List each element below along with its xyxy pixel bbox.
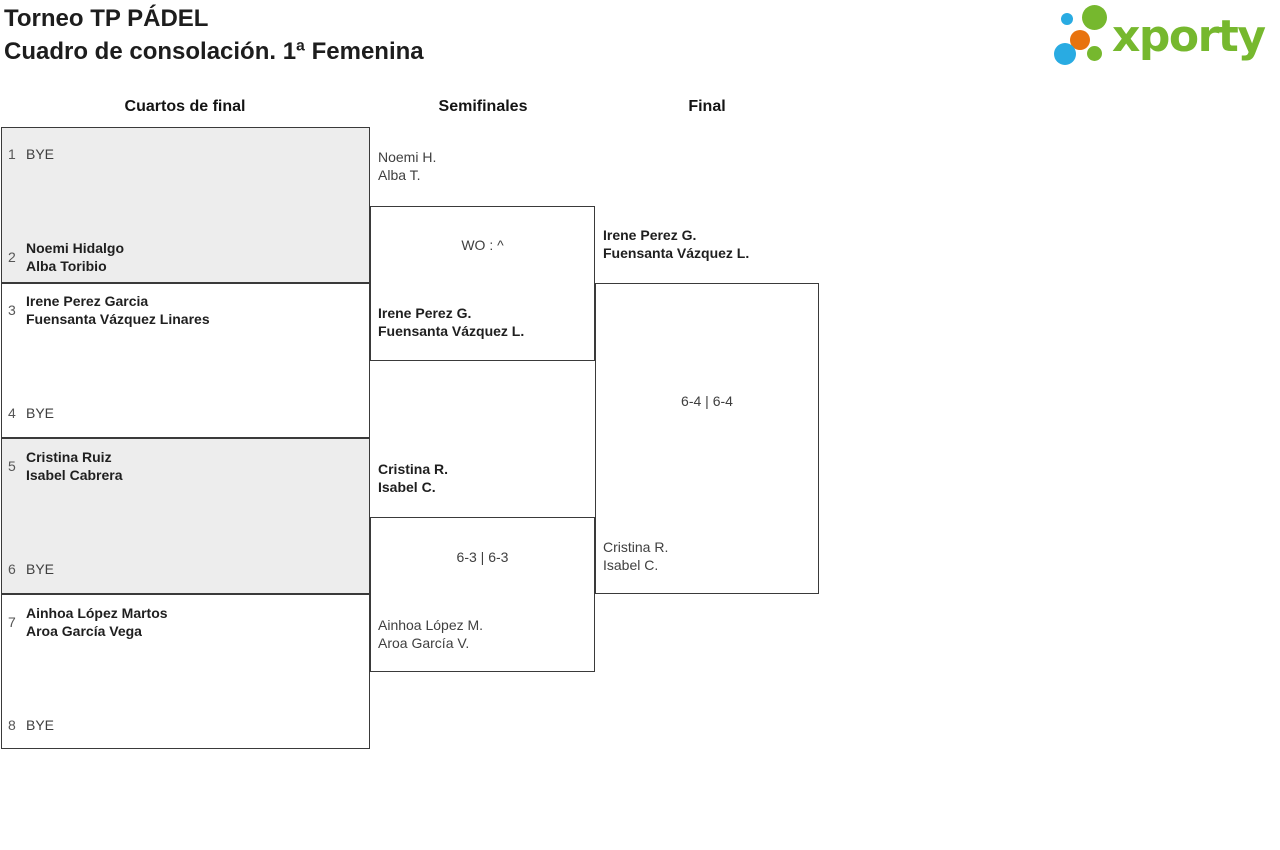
round-header-quarterfinals: Cuartos de final xyxy=(124,98,246,115)
seed-number: 2 xyxy=(8,249,16,265)
logo-dot-icon xyxy=(1087,46,1102,61)
match-box-semifinal-2 xyxy=(370,517,595,672)
seed-number: 3 xyxy=(8,302,16,318)
logo-dot-icon xyxy=(1082,5,1107,30)
team-name: BYE xyxy=(26,717,55,733)
team-name: BYE xyxy=(26,405,55,421)
team-name: BYE xyxy=(26,146,55,162)
team-name: Cristina Ruiz Isabel Cabrera xyxy=(26,449,123,483)
xporty-logo[interactable]: xporty xyxy=(1050,0,1280,72)
logo-dot-icon xyxy=(1061,13,1073,25)
match-box-quarterfinal-2 xyxy=(1,283,370,438)
round-header-final: Final xyxy=(688,98,726,115)
match-box-quarterfinal-3 xyxy=(1,438,370,594)
logo-dot-icon xyxy=(1070,30,1090,50)
team-name: Ainhoa López Martos Aroa García Vega xyxy=(26,605,168,639)
seed-number: 1 xyxy=(8,146,16,162)
bracket-subtitle: Cuadro de consolación. 1ª Femenina xyxy=(4,38,424,65)
round-header-semifinals: Semifinales xyxy=(438,98,528,115)
team-name: Irene Perez G. Fuensanta Vázquez L. xyxy=(603,227,750,261)
team-name: Noemi Hidalgo Alba Toribio xyxy=(26,240,125,274)
team-name: Ainhoa López M. Aroa García V. xyxy=(378,617,484,651)
match-box-final xyxy=(595,283,819,594)
seed-number: 5 xyxy=(8,458,16,474)
team-name: Irene Perez Garcia Fuensanta Vázquez Lin… xyxy=(26,293,210,327)
team-name: Irene Perez G. Fuensanta Vázquez L. xyxy=(378,305,525,339)
tournament-name: Torneo TP PÁDEL xyxy=(4,5,209,32)
page-title: Torneo TP PÁDEL Cuadro de consolación. 1… xyxy=(4,2,424,68)
match-score: 6-4 | 6-4 xyxy=(681,393,733,409)
team-name: BYE xyxy=(26,561,55,577)
seed-number: 6 xyxy=(8,561,16,577)
match-box-semifinal-1 xyxy=(370,206,595,361)
match-box-quarterfinal-4 xyxy=(1,594,370,749)
logo-wordmark: xporty xyxy=(1112,11,1266,62)
match-score: 6-3 | 6-3 xyxy=(456,549,509,565)
match-score: WO : ^ xyxy=(461,237,504,253)
seed-number: 7 xyxy=(8,614,16,630)
match-box-quarterfinal-1 xyxy=(1,127,370,283)
team-name: Cristina R. Isabel C. xyxy=(603,539,669,573)
seed-number: 4 xyxy=(8,405,16,421)
seed-number: 8 xyxy=(8,717,16,733)
team-name: Noemi H. Alba T. xyxy=(378,149,437,183)
logo-dot-icon xyxy=(1054,43,1076,65)
team-name: Cristina R. Isabel C. xyxy=(378,461,449,495)
